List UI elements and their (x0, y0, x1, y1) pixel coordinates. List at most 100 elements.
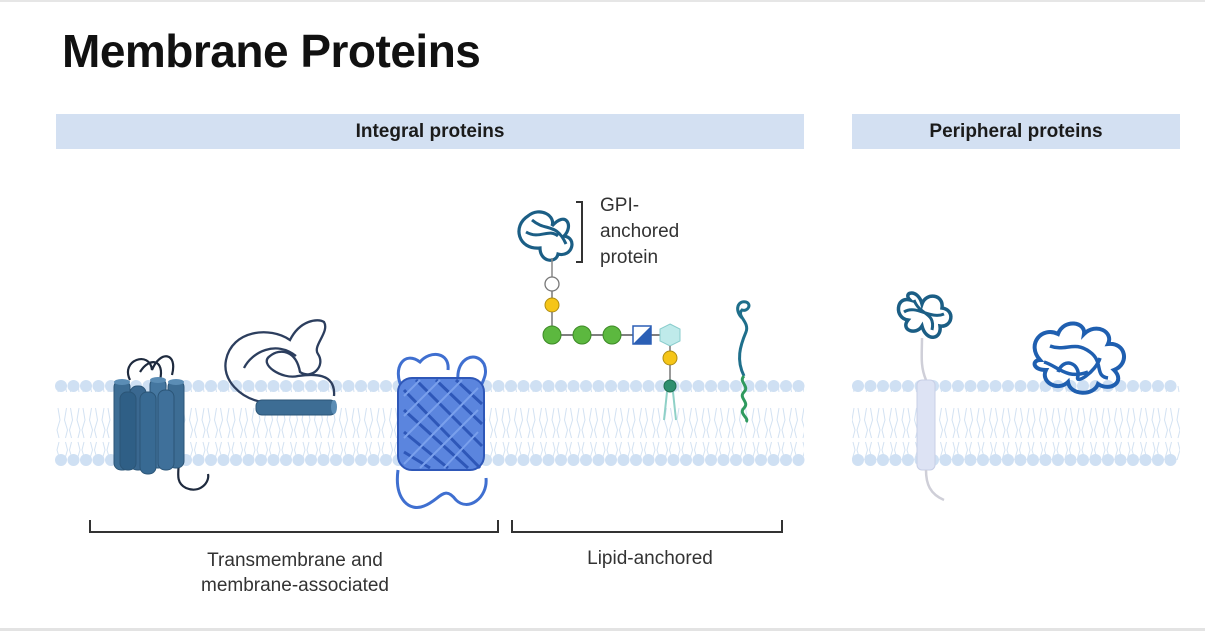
integral-proteins-label: Integral proteins (355, 120, 505, 142)
lipid-head (380, 454, 392, 466)
lipid-head (92, 454, 105, 466)
lipid-head (617, 454, 630, 466)
lipid-head (1089, 454, 1102, 466)
lipid-head (977, 454, 989, 466)
lipid-head (555, 454, 567, 466)
gpi-label-line2: anchored (600, 221, 680, 242)
lipid-head (305, 380, 317, 392)
lipid-head (380, 380, 392, 392)
lipid-head (67, 454, 80, 466)
lipid-head (877, 454, 889, 466)
lipid-head (1114, 454, 1127, 466)
lipid-head (889, 454, 902, 466)
lipid-head (742, 454, 755, 466)
lipid-head (852, 454, 864, 466)
lipid-head (242, 454, 255, 466)
lipid-head (717, 454, 730, 466)
lipid-head (1014, 380, 1027, 392)
monotopic-protein-icon (224, 319, 337, 416)
lipid-head (730, 380, 742, 392)
lipid-head (767, 380, 780, 392)
lipid-head (280, 380, 292, 392)
lipid-head (1027, 454, 1039, 466)
gpi-anchored-protein-icon (517, 201, 681, 421)
lipid-head (964, 380, 977, 392)
lipid-head (342, 454, 355, 466)
lipid-head (492, 454, 505, 466)
lipid-head (367, 454, 380, 466)
lipid-head (492, 380, 505, 392)
transmembrane-label-line1: Transmembrane and (207, 550, 383, 571)
lipid-head (755, 380, 767, 392)
alpha-helix-bundle-icon (113, 355, 210, 491)
lipid-head (902, 454, 914, 466)
lipid-head (1002, 380, 1014, 392)
lipid-head (92, 380, 105, 392)
lipid-head (717, 380, 730, 392)
lipid-head (864, 380, 877, 392)
lipid-head (55, 454, 67, 466)
gpi-anchored-protein-label: GPI- anchored protein (600, 193, 679, 271)
lipid-head (889, 380, 902, 392)
page-title: Membrane Proteins (62, 25, 481, 77)
lipid-head (255, 380, 267, 392)
lipid-head (292, 454, 305, 466)
lipid-head (267, 454, 280, 466)
beta-barrel-icon (395, 353, 488, 509)
lipid-head (642, 380, 655, 392)
lipid-head (542, 454, 555, 466)
lipid-head (342, 380, 355, 392)
window-bottom-border (0, 628, 1205, 631)
transmembrane-label: Transmembrane and membrane-associated (160, 548, 430, 598)
lipid-head (864, 454, 877, 466)
lipid-head (292, 380, 305, 392)
lipid-head (964, 454, 977, 466)
lipid-head (255, 454, 267, 466)
lipid-head (792, 454, 805, 466)
lipid-head (1014, 454, 1027, 466)
peripheral-anchored-protein-icon (896, 291, 953, 502)
lipid-head (1152, 454, 1164, 466)
lipid-head (680, 454, 692, 466)
lipid-head (989, 454, 1002, 466)
lipid-head (667, 454, 680, 466)
lipid-head (655, 380, 667, 392)
lipid-head (755, 454, 767, 466)
lipid-head (280, 454, 292, 466)
lipid-head (1052, 454, 1064, 466)
lipid-head (542, 380, 555, 392)
lipid-head (1027, 380, 1039, 392)
lipid-head (367, 380, 380, 392)
lipid-head (505, 454, 517, 466)
lipid-head (692, 454, 705, 466)
integral-proteins-header: Integral proteins (56, 114, 804, 149)
lipid-head (1139, 454, 1152, 466)
lipid-head (605, 454, 617, 466)
lipid-head (317, 454, 330, 466)
lipid-head (592, 380, 605, 392)
lipid-head (939, 454, 952, 466)
lipid-head (680, 380, 692, 392)
lipid-head (267, 380, 280, 392)
lipid-head (217, 454, 230, 466)
window-top-border (0, 0, 1205, 2)
lipid-head (792, 380, 805, 392)
lipidated-protein-icon (736, 300, 751, 424)
peripheral-proteins-label: Peripheral proteins (929, 120, 1103, 142)
lipid-head (617, 380, 630, 392)
lipid-head (989, 380, 1002, 392)
lipid-head (580, 380, 592, 392)
peripheral-proteins-header: Peripheral proteins (852, 114, 1180, 149)
lipid-head (230, 454, 242, 466)
lipid-head (305, 454, 317, 466)
lipid-head (780, 454, 792, 466)
lipid-head (1102, 454, 1114, 466)
lipid-head (767, 454, 780, 466)
lipid-head (355, 380, 367, 392)
lipid-head (1164, 380, 1177, 392)
lipid-head (192, 454, 205, 466)
gpi-label-line3: protein (600, 247, 659, 268)
lipid-head (205, 454, 217, 466)
lipid-head (567, 454, 580, 466)
